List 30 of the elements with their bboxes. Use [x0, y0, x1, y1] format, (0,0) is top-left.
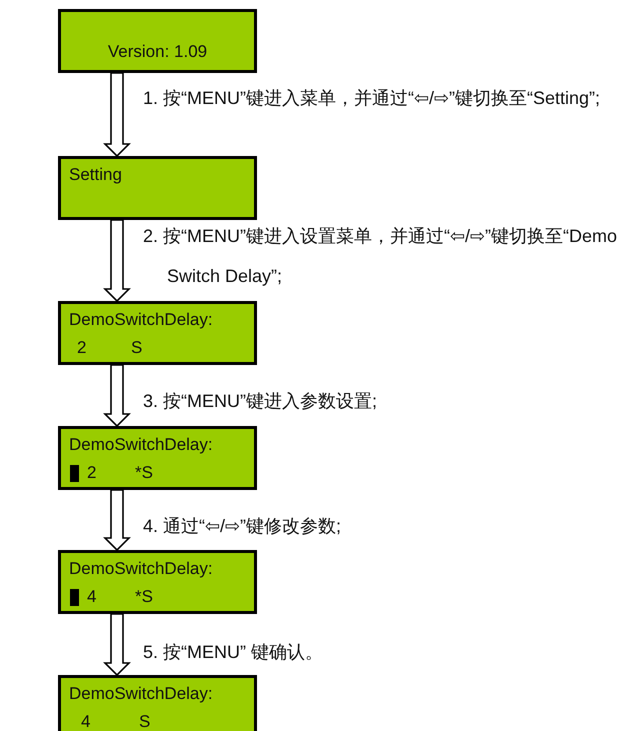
lcd-screen [58, 301, 257, 365]
screen-text: Version: 1.09 [106, 42, 208, 62]
block-arrow [103, 219, 131, 302]
step-instruction: 1. 按“MENU”键进入菜单，并通过“⇦/⇨”键切换至“Setting”; [143, 87, 602, 110]
screen-text: S [131, 338, 142, 358]
block-arrow [103, 489, 131, 552]
screen-text: *S [135, 587, 153, 607]
step-instruction: 2. 按“MENU”键进入设置菜单，并通过“⇦/⇨”键切换至“Demo Switch Delay”; [143, 225, 618, 288]
screen-text: S [139, 712, 150, 731]
lcd-screen [58, 9, 257, 73]
step-instruction: 5. 按“MENU” 键确认。 [143, 641, 324, 664]
screen-text: 4 [81, 712, 90, 731]
screen-text: 2 [87, 463, 96, 483]
block-arrow [103, 613, 131, 676]
screen-text: DemoSwitchDelay: [69, 559, 213, 579]
lcd-screen [58, 156, 257, 220]
step-instruction: 4. 通过“⇦/⇨”键修改参数; [143, 515, 342, 538]
screen-text: *S [135, 463, 153, 483]
screen-text: DemoSwitchDelay: [69, 684, 213, 704]
step-instruction: 3. 按“MENU”键进入参数设置; [143, 390, 378, 413]
screen-text: DemoSwitchDelay: [69, 310, 213, 330]
screen-text: Setting [69, 165, 122, 185]
block-arrow [103, 72, 131, 158]
screen-text: DemoSwitchDelay: [69, 435, 213, 455]
block-arrow [103, 364, 131, 428]
lcd-screen [58, 426, 257, 490]
screen-text: 4 [87, 587, 96, 607]
lcd-screen [58, 675, 257, 731]
screen-text: 2 [77, 338, 86, 358]
lcd-screen [58, 550, 257, 614]
